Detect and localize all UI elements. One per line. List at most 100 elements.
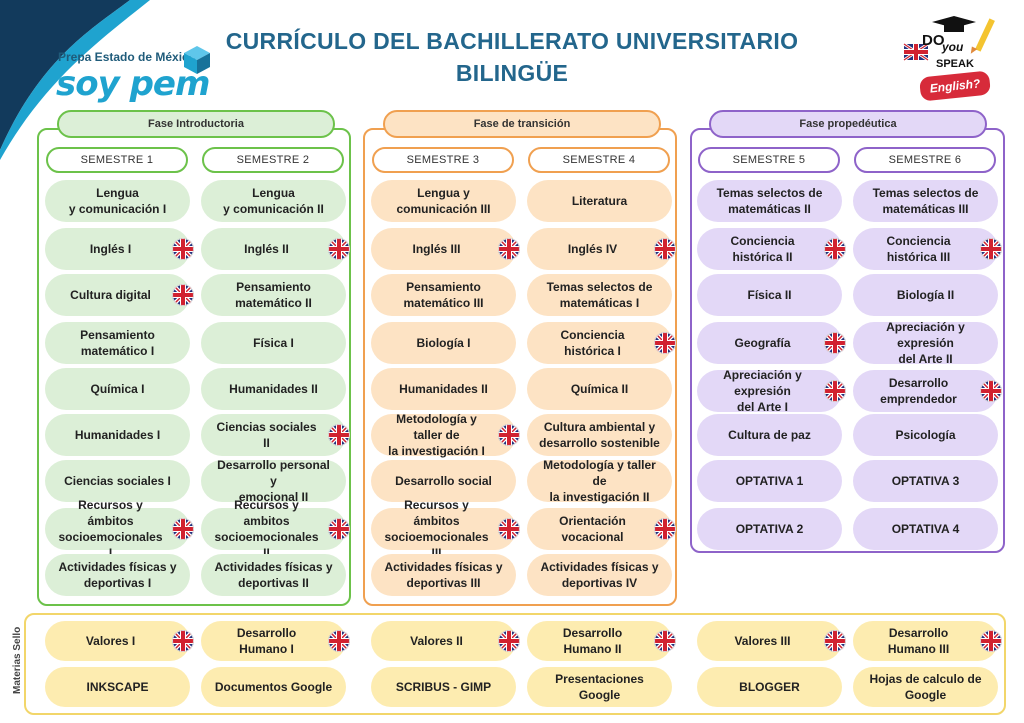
do-you-speak-english-badge: DO you SPEAK English? <box>902 14 1002 104</box>
subject-label: Temas selectos de matemáticas II <box>716 185 823 216</box>
subject-label: OPTATIVA 1 <box>735 473 804 488</box>
subject-label: Desarrollo Humano I <box>236 625 297 656</box>
subject-label: Conciencia histórica II <box>730 233 795 264</box>
page-title: CURRÍCULO DEL BACHILLERATO UNIVERSITARIO <box>225 28 799 54</box>
uk-flag-icon <box>172 518 194 540</box>
subject-recursos-y-ambitos-socioemocionales-iii: Recursos y ámbitos socioemocionales III <box>371 498 520 560</box>
soy-pem-logo: Prepa Estado de México soy pem <box>56 42 216 104</box>
subject-label: Actividades físicas y deportivas II <box>214 559 333 590</box>
uk-flag-icon <box>654 518 676 540</box>
subject-label: Recursos y ámbitos socioemocionales I <box>58 497 163 561</box>
subject-label: Metodología y taller de la investigación… <box>388 411 485 459</box>
semester-header-semestre-3: SEMESTRE 3 <box>372 147 514 173</box>
subject-literatura: Literatura <box>527 180 672 222</box>
sello-valores-iii: Valores III <box>697 621 846 661</box>
sello-inkscape: INKSCAPE <box>45 667 190 707</box>
subject-label: Desarrollo Humano II <box>562 625 623 656</box>
uk-flag-icon <box>654 238 676 260</box>
subject-ciencias-sociales-i: Ciencias sociales I <box>45 460 190 502</box>
subject-label: Lengua y comunicación III <box>396 185 491 216</box>
subject-label: Actividades físicas y deportivas III <box>384 559 503 590</box>
subject-label: Pensamiento matemático III <box>403 279 484 310</box>
uk-flag-icon <box>980 238 1002 260</box>
subject-label: Temas selectos de matemáticas I <box>546 279 653 310</box>
badge-speak-text: SPEAK <box>936 58 974 70</box>
materias-sello-label: Materias Sello <box>12 626 23 694</box>
subject-actividades-fisicas-y-deportivas-i: Actividades físicas y deportivas I <box>45 554 190 596</box>
subject-pensamiento-matematico-i: Pensamiento matemático I <box>45 322 190 364</box>
subject-pensamiento-matematico-ii: Pensamiento matemático II <box>201 274 346 316</box>
phase-title-fase-propedeutica: Fase propedéutica <box>709 110 987 138</box>
subject-label: Recursos y ambitos socioemocionales II <box>214 497 319 561</box>
subject-label: Biología II <box>896 287 955 302</box>
subject-cultura-ambiental-y-desarrollo-sostenible: Cultura ambiental y desarrollo sostenibl… <box>527 414 672 456</box>
subject-label: Valores III <box>734 633 791 648</box>
subject-conciencia-historica-i: Conciencia histórica I <box>527 322 676 364</box>
subject-ingles-ii: Inglés II <box>201 228 350 270</box>
subject-ingles-i: Inglés I <box>45 228 194 270</box>
sello-presentaciones-google: Presentaciones Google <box>527 667 672 707</box>
subject-label: Inglés I <box>89 241 132 256</box>
logo-main-text: soy pem <box>56 64 210 104</box>
subject-psicologia: Psicología <box>853 414 998 456</box>
subject-label: Psicología <box>895 427 956 442</box>
subject-label: Pensamiento matemático II <box>235 279 312 310</box>
uk-flag-icon <box>172 630 194 652</box>
subject-label: Humanidades II <box>399 381 488 396</box>
badge-do-text: DO <box>922 32 945 49</box>
subject-label: Inglés II <box>244 241 289 256</box>
subject-label: Química I <box>90 381 145 396</box>
subject-recursos-y-ambitos-socioemocionales-i: Recursos y ámbitos socioemocionales I <box>45 498 194 560</box>
subject-optativa-3: OPTATIVA 3 <box>853 460 998 502</box>
subject-label: Cultura ambiental y desarrollo sostenibl… <box>539 419 660 450</box>
uk-flag-icon <box>824 238 846 260</box>
uk-flag-icon <box>498 630 520 652</box>
subject-cultura-de-paz: Cultura de paz <box>697 414 842 456</box>
subject-metodologia-y-taller-de-la-investigacion-i: Metodología y taller de la investigación… <box>371 412 520 458</box>
subject-label: Física II <box>747 287 792 302</box>
sello-blogger: BLOGGER <box>697 667 842 707</box>
uk-flag-icon <box>980 380 1002 402</box>
subject-recursos-y-ambitos-socioemocionales-ii: Recursos y ambitos socioemocionales II <box>201 498 350 560</box>
subject-biologia-i: Biología I <box>371 322 516 364</box>
subject-label: Valores I <box>85 633 136 648</box>
subject-label: OPTATIVA 4 <box>891 521 960 536</box>
subject-lengua-y-comunicacion-iii: Lengua y comunicación III <box>371 180 516 222</box>
subject-actividades-fisicas-y-deportivas-iv: Actividades físicas y deportivas IV <box>527 554 672 596</box>
uk-flag-icon <box>498 238 520 260</box>
uk-flag-icon <box>824 630 846 652</box>
subject-humanidades-ii: Humanidades II <box>201 368 346 410</box>
semester-header-semestre-5: SEMESTRE 5 <box>698 147 840 173</box>
sello-valores-i: Valores I <box>45 621 194 661</box>
uk-flag-icon <box>172 284 194 306</box>
subject-geografia: Geografía <box>697 322 846 364</box>
subject-label: SCRIBUS - GIMP <box>395 679 492 694</box>
sello-documentos-google: Documentos Google <box>201 667 346 707</box>
phase-title-fase-introductoria: Fase Introductoria <box>57 110 335 138</box>
subject-label: Lengua y comunicación II <box>223 185 324 216</box>
semester-header-semestre-4: SEMESTRE 4 <box>528 147 670 173</box>
subject-label: Orientación vocacional <box>559 513 626 544</box>
subject-lengua-y-comunicacion-ii: Lengua y comunicación II <box>201 180 346 222</box>
page-subtitle: BILINGÜE <box>455 60 569 86</box>
subject-orientacion-vocacional: Orientación vocacional <box>527 508 676 550</box>
subject-ciencias-sociales-ii: Ciencias sociales II <box>201 414 350 456</box>
materias-sello-box <box>24 613 1006 715</box>
corner-decoration <box>0 0 200 160</box>
subject-humanidades-ii: Humanidades II <box>371 368 516 410</box>
subject-label: Valores II <box>410 633 463 648</box>
subject-label: OPTATIVA 3 <box>891 473 960 488</box>
subject-label: Inglés IV <box>567 241 618 256</box>
sello-hojas-de-calculo-de-google: Hojas de calculo de Google <box>853 667 998 707</box>
badge-you-text: you <box>942 40 964 54</box>
subject-temas-selectos-de-matematicas-ii: Temas selectos de matemáticas II <box>697 180 842 222</box>
uk-flag-icon <box>903 42 929 62</box>
uk-flag-icon <box>824 332 846 354</box>
subject-biologia-ii: Biología II <box>853 274 998 316</box>
phase-title-fase-de-transicion: Fase de transición <box>383 110 661 138</box>
subject-label: Desarrollo emprendedor <box>880 375 957 406</box>
subject-label: Hojas de calculo de Google <box>869 671 982 702</box>
subject-label: Química II <box>570 381 629 396</box>
subject-temas-selectos-de-matematicas-iii: Temas selectos de matemáticas III <box>853 180 998 222</box>
sello-scribus-gimp: SCRIBUS - GIMP <box>371 667 516 707</box>
